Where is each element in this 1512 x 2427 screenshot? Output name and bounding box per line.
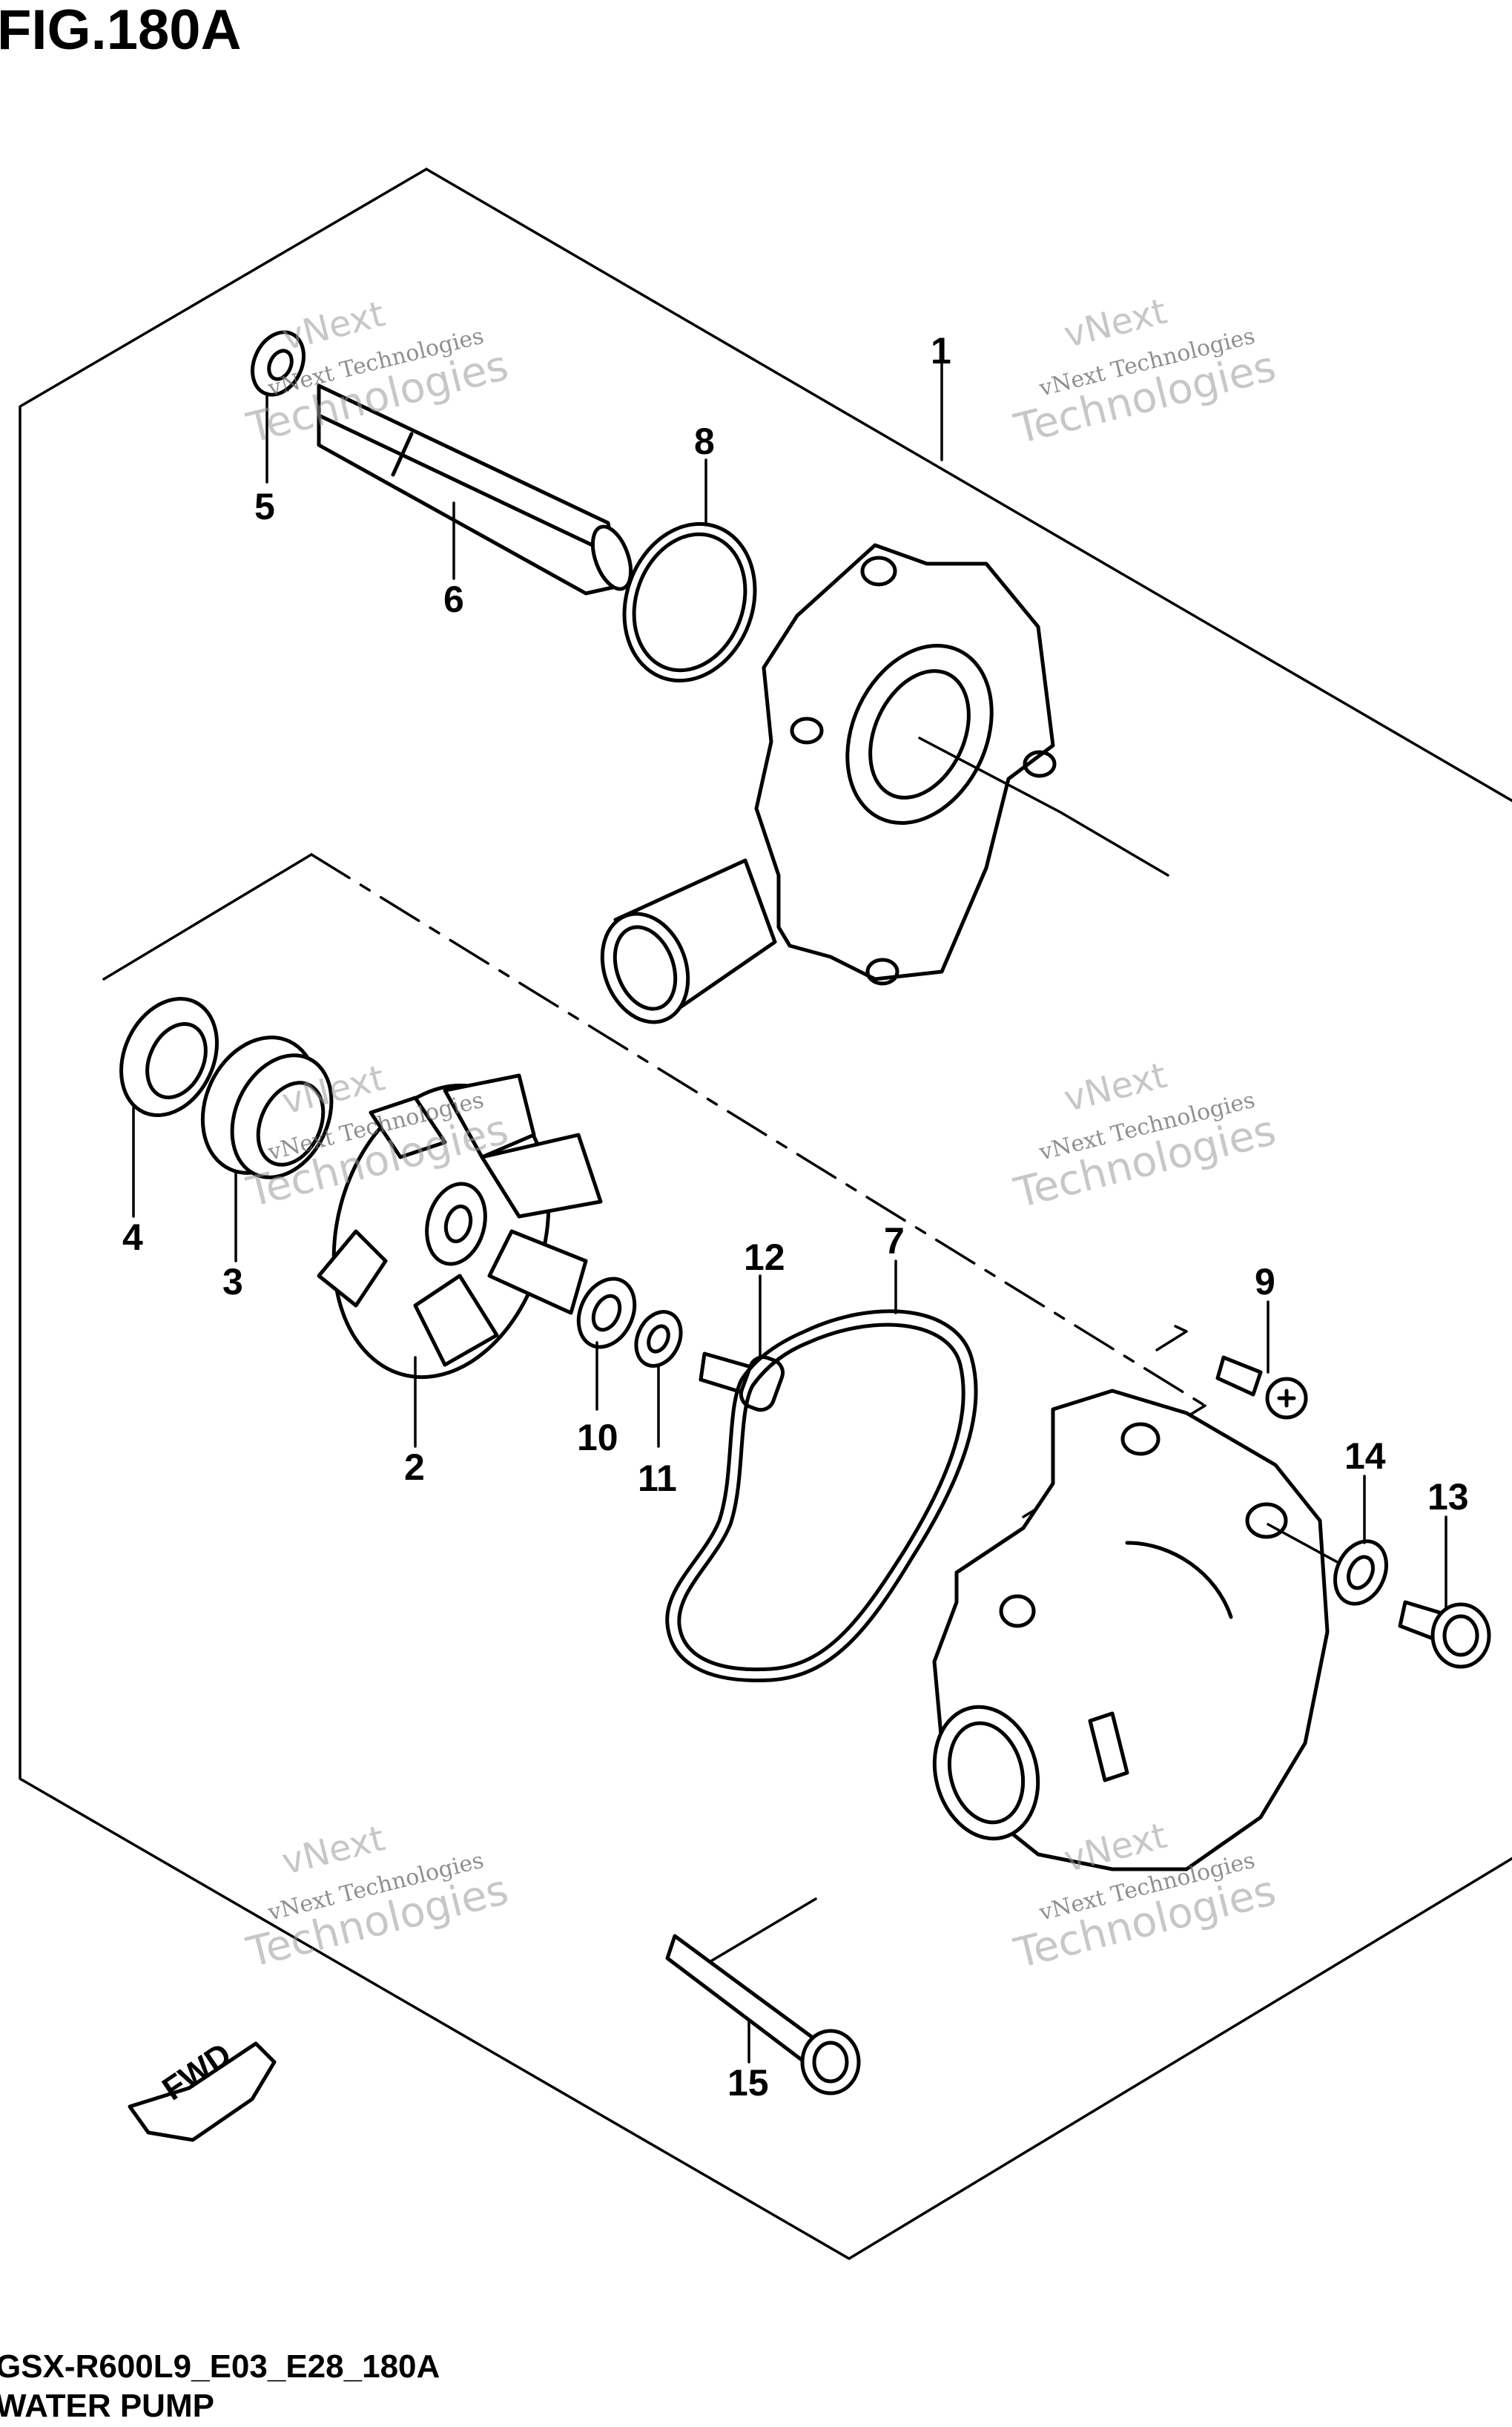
callout-13: 13 bbox=[1427, 1476, 1469, 1518]
callout-4: 4 bbox=[122, 1216, 143, 1258]
assembly-outline bbox=[19, 168, 1512, 2260]
callout-12: 12 bbox=[744, 1236, 785, 1278]
part-15-bolt bbox=[665, 1934, 861, 2095]
part-5-washer bbox=[251, 330, 306, 484]
part-2-impeller bbox=[317, 1073, 603, 1448]
figure-title: FIG.180A bbox=[0, 0, 241, 62]
callout-7: 7 bbox=[884, 1220, 905, 1262]
part-13-bolt bbox=[1398, 1515, 1491, 1669]
part-12-bolt bbox=[699, 1274, 785, 1412]
part-1-pump-cover bbox=[932, 1389, 1351, 1871]
part-6-shaft bbox=[317, 383, 633, 596]
watermark-top: vNext bbox=[1060, 1055, 1171, 1120]
callout-2: 2 bbox=[404, 1446, 425, 1488]
model-code: GSX-R600L9_E03_E28_180A bbox=[0, 2348, 440, 2385]
diagram-caption: WATER PUMP bbox=[0, 2388, 214, 2424]
part-7-o-ring bbox=[665, 1259, 978, 1683]
callout-6: 6 bbox=[443, 579, 464, 620]
part-4-oil-seal bbox=[119, 996, 219, 1218]
part-9-bolt bbox=[1215, 1300, 1308, 1420]
callout-11: 11 bbox=[638, 1458, 677, 1499]
callout-1: 1 bbox=[931, 330, 951, 372]
watermark-top: vNext bbox=[1060, 291, 1171, 356]
callout-5: 5 bbox=[254, 486, 275, 527]
part-10-washer bbox=[576, 1277, 637, 1411]
callout-9: 9 bbox=[1255, 1261, 1275, 1303]
callout-14: 14 bbox=[1344, 1435, 1386, 1477]
part-11-nut bbox=[634, 1310, 683, 1448]
callout-3: 3 bbox=[222, 1261, 243, 1303]
part-8-o-ring bbox=[622, 458, 757, 683]
part-3-mechanical-seal bbox=[200, 1035, 334, 1262]
callout-10: 10 bbox=[577, 1417, 618, 1458]
watermark-top: vNext bbox=[278, 293, 389, 358]
part-1-pump-case bbox=[600, 340, 1169, 1024]
part-14-washer bbox=[1333, 1475, 1388, 1606]
callout-labels: 1 2 3 4 5 6 7 8 9 10 11 12 13 14 15 bbox=[122, 330, 1469, 2104]
callout-8: 8 bbox=[694, 421, 715, 462]
callout-15: 15 bbox=[727, 2062, 769, 2104]
watermark-top: vNext bbox=[278, 1817, 389, 1883]
fwd-arrow-icon: FWD bbox=[128, 2036, 277, 2142]
